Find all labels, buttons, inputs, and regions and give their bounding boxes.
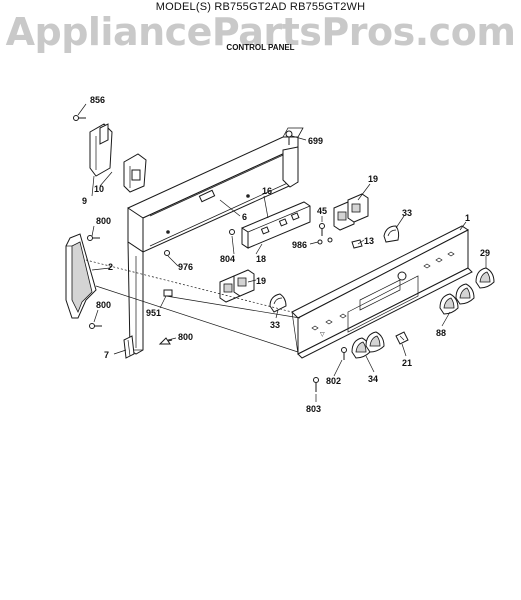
switch-19-bottom bbox=[219, 269, 255, 303]
main-control-panel: ▽ bbox=[291, 225, 473, 359]
lower-bracket bbox=[123, 335, 135, 359]
part-label-16: 16 bbox=[262, 186, 272, 196]
part-label-803: 803 bbox=[306, 404, 321, 414]
part-label-10: 10 bbox=[94, 184, 104, 194]
screw-976 bbox=[164, 250, 170, 256]
rear-bracket bbox=[127, 127, 304, 355]
screw-699 bbox=[285, 130, 293, 145]
part-label-29: 29 bbox=[480, 248, 490, 258]
part-label-951: 951 bbox=[146, 308, 161, 318]
screw-856 bbox=[73, 115, 86, 121]
watermark: AppliancePartsPros.com bbox=[5, 10, 516, 54]
side-bracket-right bbox=[123, 153, 147, 193]
leader-lines bbox=[77, 103, 487, 402]
model-line: MODEL(S) RB755GT2AD RB755GT2WH bbox=[155, 1, 366, 13]
part-label-19-top: 19 bbox=[368, 174, 378, 184]
part-label-800-top: 800 bbox=[96, 216, 111, 226]
part-label-18: 18 bbox=[256, 254, 266, 264]
side-bracket-left bbox=[89, 123, 113, 177]
knob-33-top bbox=[383, 225, 400, 243]
part-label-976: 976 bbox=[178, 262, 193, 272]
part-label-34: 34 bbox=[368, 374, 378, 384]
part-label-45: 45 bbox=[317, 206, 327, 216]
part-label-986: 986 bbox=[292, 240, 307, 250]
clip-951 bbox=[163, 289, 173, 297]
part-label-33-top: 33 bbox=[402, 208, 412, 218]
part-label-699: 699 bbox=[308, 136, 323, 146]
screw-800b bbox=[89, 323, 102, 329]
screw-802 bbox=[341, 347, 347, 360]
svg-text:▽: ▽ bbox=[320, 332, 325, 338]
part-label-33-bottom: 33 bbox=[270, 320, 280, 330]
screw-803 bbox=[313, 377, 319, 392]
part-label-88: 88 bbox=[436, 328, 446, 338]
part-label-21: 21 bbox=[402, 358, 412, 368]
switch-19-top bbox=[333, 193, 369, 231]
part-label-800-mid: 800 bbox=[96, 300, 111, 310]
knob-34a bbox=[351, 337, 371, 359]
part-label-9: 9 bbox=[82, 196, 87, 206]
knob-29 bbox=[475, 267, 495, 289]
knob-21 bbox=[395, 331, 409, 345]
part-label-804: 804 bbox=[220, 254, 235, 264]
part-label-2: 2 bbox=[108, 262, 113, 272]
screw-800a bbox=[87, 235, 100, 241]
side-trim bbox=[65, 233, 97, 319]
screw-45 bbox=[319, 223, 325, 236]
part-label-13: 13 bbox=[364, 236, 374, 246]
section-title: CONTROL PANEL bbox=[226, 43, 295, 52]
washer-986 bbox=[317, 237, 333, 245]
part-label-6: 6 bbox=[242, 212, 247, 222]
part-label-7: 7 bbox=[104, 350, 109, 360]
screw-800c bbox=[158, 337, 173, 345]
screw-13 bbox=[351, 239, 363, 249]
screw-804 bbox=[229, 229, 235, 235]
knob-34b bbox=[365, 331, 385, 353]
part-label-19-bottom: 19 bbox=[256, 276, 266, 286]
part-label-800-bottom: 800 bbox=[178, 332, 193, 342]
knob-88b bbox=[439, 293, 459, 315]
knob-33-bottom bbox=[269, 293, 287, 313]
knob-88a bbox=[455, 283, 475, 305]
part-label-856: 856 bbox=[90, 95, 105, 105]
switch-bracket bbox=[241, 201, 311, 249]
part-label-802: 802 bbox=[326, 376, 341, 386]
part-label-1: 1 bbox=[465, 213, 470, 223]
